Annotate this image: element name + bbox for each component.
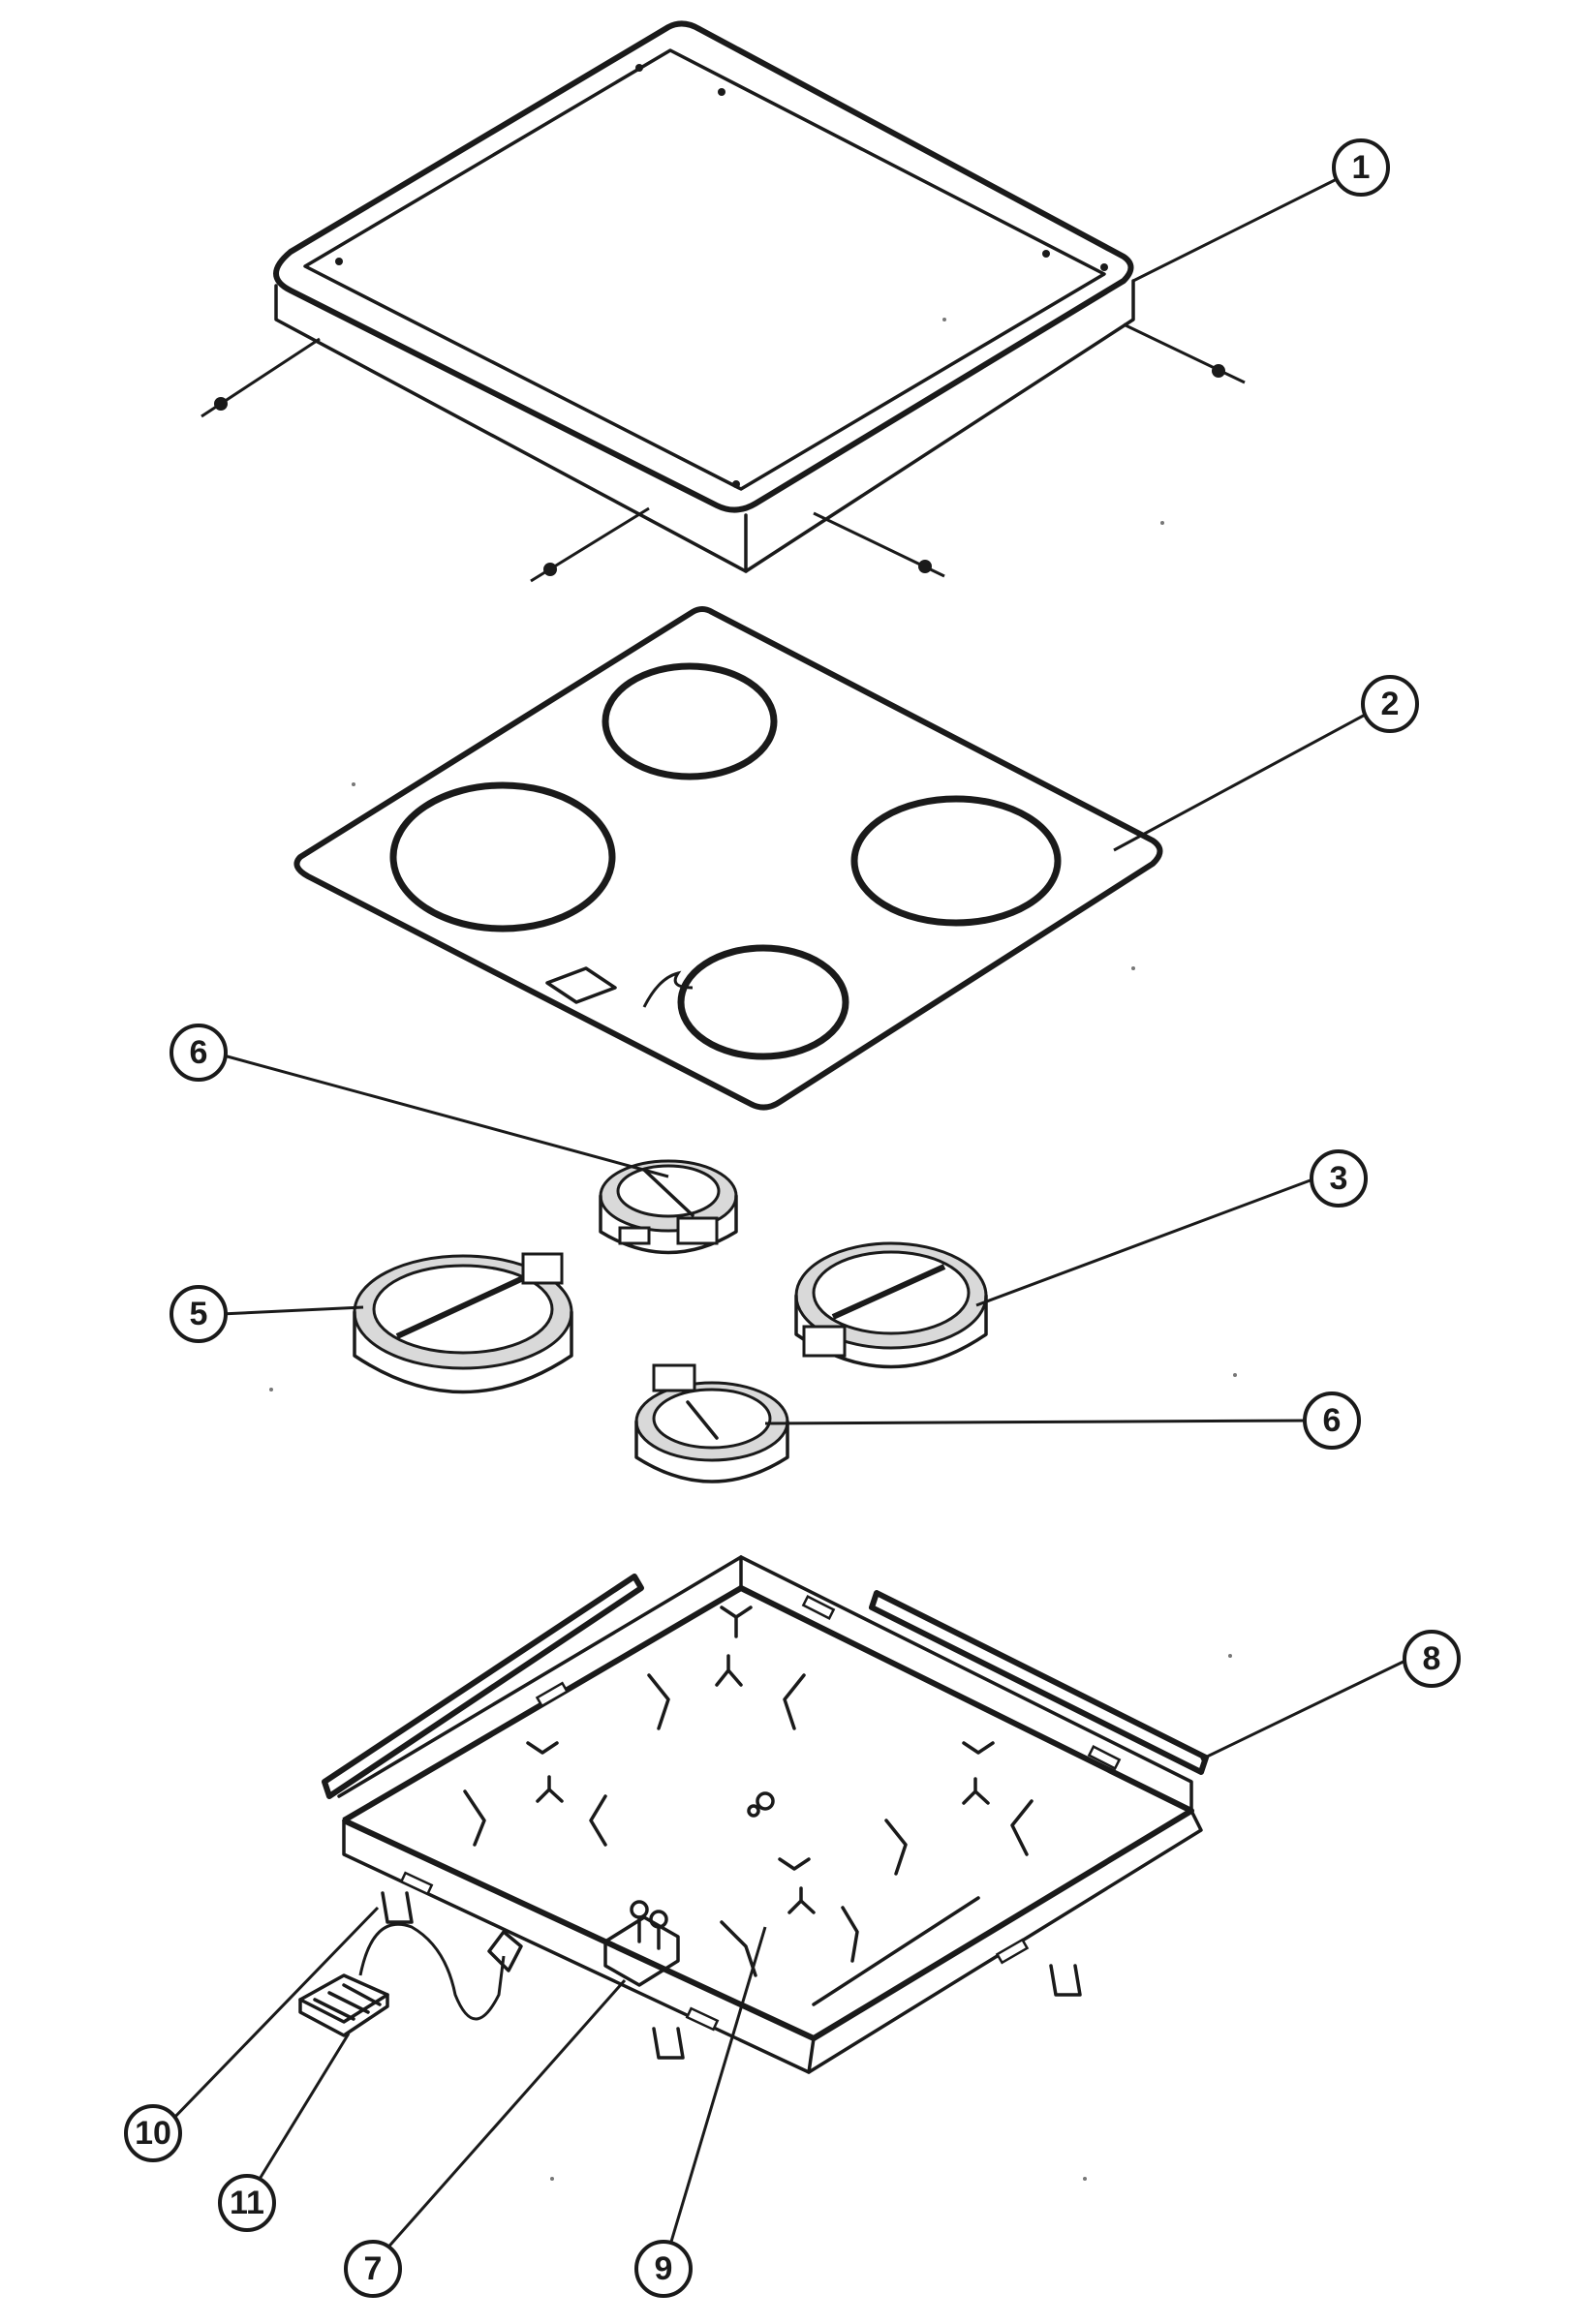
callout-8-label: 8 bbox=[1423, 1640, 1441, 1677]
part-glass-cooktop bbox=[293, 606, 1372, 1111]
callout-9: 9 bbox=[634, 2240, 693, 2298]
callout-2-label: 2 bbox=[1381, 686, 1400, 722]
callout-7: 7 bbox=[344, 2240, 402, 2298]
callout-1-label: 1 bbox=[1352, 149, 1371, 186]
part-bottom-pan bbox=[322, 1555, 1209, 2074]
part-frame bbox=[201, 20, 1340, 583]
callout-5-label: 5 bbox=[190, 1296, 208, 1332]
callout-11-label: 11 bbox=[230, 2185, 264, 2221]
callout-5: 5 bbox=[170, 1285, 228, 1343]
part-element-small-bottom bbox=[634, 1363, 789, 1483]
callout-7-label: 7 bbox=[364, 2250, 383, 2287]
callout-8: 8 bbox=[1403, 1630, 1461, 1688]
callout-2: 2 bbox=[1361, 675, 1419, 733]
callout-6-top-label: 6 bbox=[190, 1034, 208, 1071]
part-element-small-top bbox=[599, 1159, 738, 1255]
callout-11: 11 bbox=[218, 2174, 276, 2232]
callout-10: 10 bbox=[124, 2104, 182, 2162]
callout-3-label: 3 bbox=[1330, 1160, 1348, 1197]
callout-9-label: 9 bbox=[655, 2250, 673, 2287]
callout-3: 3 bbox=[1310, 1149, 1368, 1208]
scan-specks bbox=[269, 318, 1237, 2181]
callout-6-bottom-label: 6 bbox=[1323, 1402, 1342, 1439]
callout-10-label: 10 bbox=[135, 2115, 171, 2152]
callout-6-top: 6 bbox=[170, 1024, 228, 1082]
callout-1: 1 bbox=[1332, 138, 1390, 197]
callout-6-bottom: 6 bbox=[1303, 1391, 1361, 1450]
part-element-large-left bbox=[353, 1252, 573, 1394]
part-element-right bbox=[794, 1241, 988, 1369]
part-connector-cord bbox=[298, 1922, 523, 2037]
